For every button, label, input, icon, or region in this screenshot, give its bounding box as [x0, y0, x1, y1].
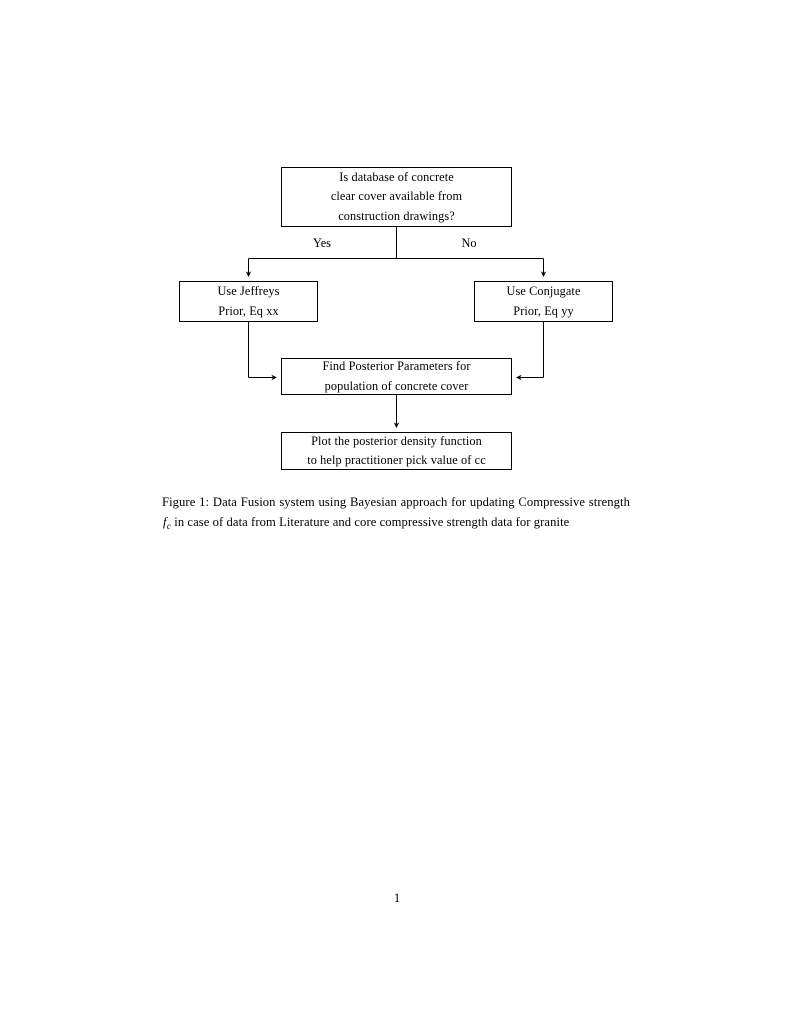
edge-label-yes: Yes [313, 236, 331, 250]
figure-caption-symbol-subscript: c [166, 520, 171, 531]
flow-node-decision-line-2: clear cover available from [330, 189, 463, 204]
page-number: 1 [393, 891, 401, 905]
flow-node-plot-line-2: to help practitioner pick value of cc [307, 453, 486, 467]
flow-node-conjugate-line-2: Prior, Eq yy [513, 303, 574, 318]
flow-node-jeffreys-prior: Use Jeffreys Prior, Eq xx [179, 281, 318, 322]
flow-node-conjugate-prior: Use Conjugate Prior, Eq yy [474, 281, 613, 322]
flowchart-connectors [245, 227, 547, 429]
figure-flowchart: Is database of concrete clear cover avai… [0, 0, 794, 500]
flow-node-decision-line-1: Is database of concrete [339, 170, 454, 185]
flow-node-find-posterior-parameters: Find Posterior Parameters for population… [281, 358, 512, 395]
flow-node-plot-line-1: Plot the posterior density function [311, 433, 482, 448]
figure-caption-text-before: Data Fusion system using Bayesian approa… [209, 495, 631, 509]
figure-caption-prefix: Figure 1: [162, 495, 210, 509]
flow-node-plot-posterior-density: Plot the posterior density function to h… [281, 432, 512, 470]
flow-node-conjugate-line-1: Use Conjugate [506, 284, 581, 299]
flow-node-decision-line-3: construction drawings? [338, 208, 455, 223]
flow-node-posterior-line-1: Find Posterior Parameters for [322, 359, 471, 374]
flow-node-posterior-line-2: population of concrete cover [324, 378, 469, 393]
figure-caption-text-after: in case of data from Literature and core… [174, 515, 570, 530]
flow-node-jeffreys-line-1: Use Jeffreys [217, 284, 280, 299]
figure-caption-symbol: f [163, 515, 167, 530]
flow-node-decision: Is database of concrete clear cover avai… [281, 167, 512, 227]
edge-label-no: No [461, 236, 477, 250]
flow-node-jeffreys-line-2: Prior, Eq xx [218, 303, 279, 318]
figure-caption: Figure 1: Data Fusion system using Bayes… [162, 492, 630, 533]
